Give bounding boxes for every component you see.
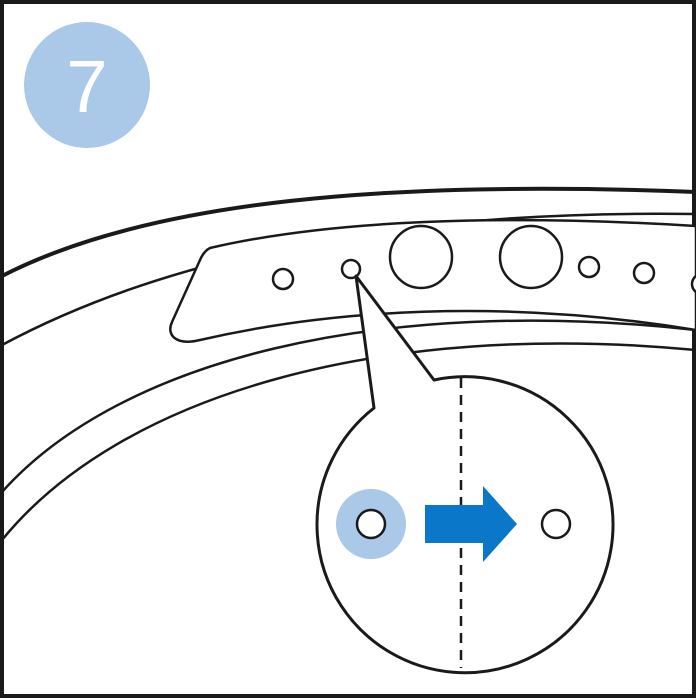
- drum-ring: [1, 186, 696, 541]
- plate-hole-target: [340, 258, 362, 280]
- zoom-callout: [315, 274, 615, 675]
- hole-destination: [540, 508, 572, 540]
- plate-hole: [632, 261, 656, 285]
- drum-outer-edge: [1, 186, 696, 278]
- plate-hole: [690, 274, 696, 294]
- step-badge: 7: [24, 22, 150, 148]
- drum-inner-edge: [1, 319, 696, 493]
- hole-current: [355, 508, 387, 540]
- arrow-right-icon: [425, 486, 517, 562]
- drum-inner-edge-2: [1, 342, 696, 541]
- current-hole: [336, 489, 406, 559]
- step-badge-circle: [24, 22, 150, 148]
- plate-hole: [271, 267, 295, 291]
- plate-hole: [577, 255, 601, 279]
- plate-holes: [271, 224, 696, 294]
- plate-hole-large: [388, 224, 454, 290]
- plate-hole-large: [498, 224, 564, 290]
- step-number: 7: [66, 45, 107, 128]
